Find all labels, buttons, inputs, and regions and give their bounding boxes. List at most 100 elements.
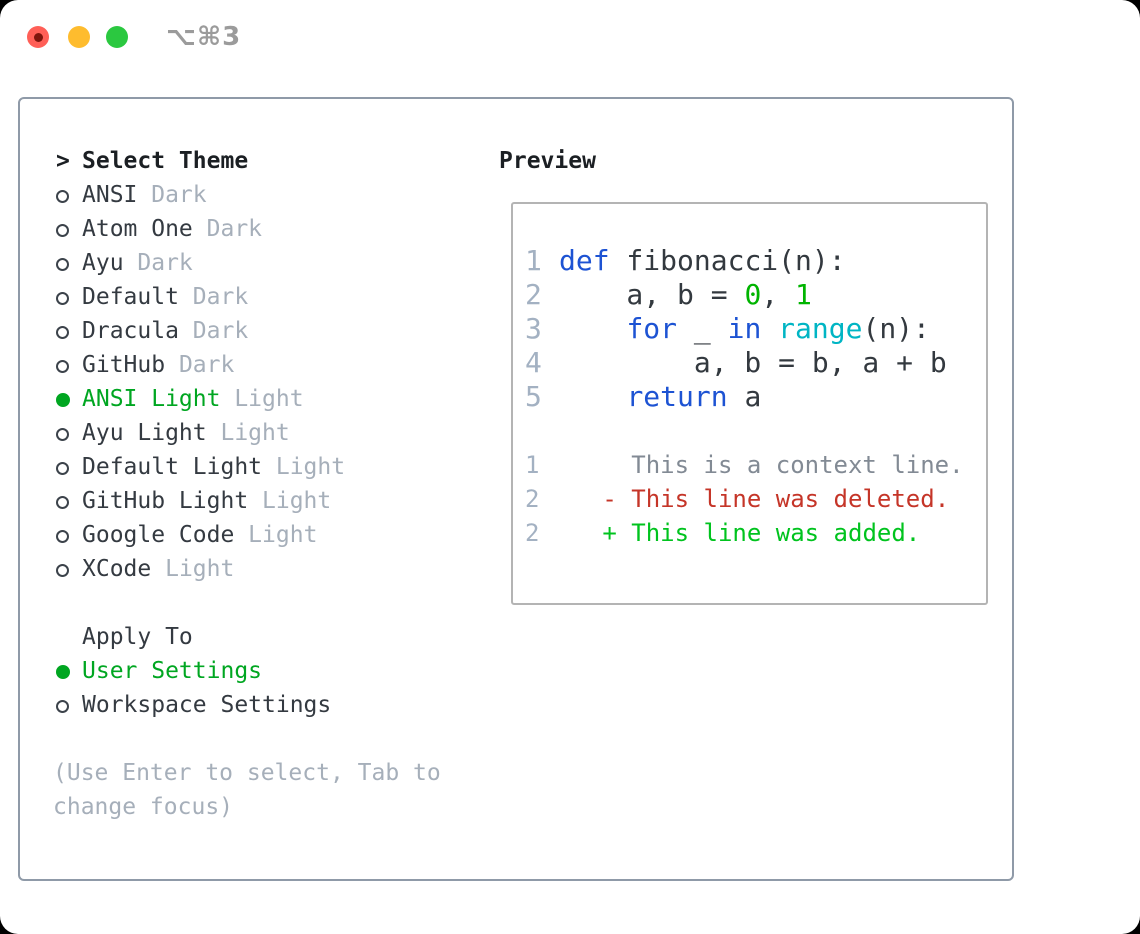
theme-variant: Light (262, 454, 346, 480)
theme-option-ansi[interactable]: ANSI Dark (56, 178, 496, 212)
theme-name: Atom One (82, 216, 193, 242)
line-number: 5 (525, 380, 542, 413)
theme-option-atom-one[interactable]: Atom One Dark (56, 212, 496, 246)
line-number: 2 (525, 278, 542, 311)
code-token: return (626, 380, 728, 413)
theme-option-xcode[interactable]: XCode Light (56, 552, 496, 586)
apply-to-header: Apply To (56, 620, 496, 654)
theme-option-google-code[interactable]: Google Code Light (56, 518, 496, 552)
spacer (56, 586, 496, 620)
theme-name: XCode (82, 556, 152, 582)
line-number: 3 (525, 312, 542, 345)
radio-icon (56, 360, 69, 373)
radio-selected-icon (56, 393, 70, 407)
theme-name: ANSI Light (82, 386, 221, 412)
theme-option-github-light[interactable]: GitHub Light Light (56, 484, 496, 518)
apply-to-title: Apply To (82, 624, 193, 650)
theme-variant: Dark (165, 352, 235, 378)
radio-cell (56, 688, 82, 722)
code-token: a, b = (559, 278, 745, 311)
theme-name: GitHub (82, 352, 166, 378)
close-indicator-dot (33, 32, 43, 42)
theme-option-github[interactable]: GitHub Dark (56, 348, 496, 382)
theme-variant: Dark (178, 284, 249, 310)
radio-cell (56, 178, 82, 212)
preview-line: 5 return a (525, 380, 986, 414)
theme-variant: Light (151, 556, 235, 582)
radio-icon (56, 496, 69, 509)
theme-name: Google Code (82, 522, 235, 548)
theme-option-dracula[interactable]: Dracula Dark (56, 314, 496, 348)
line-number: 4 (525, 346, 542, 379)
code-token (559, 380, 626, 413)
theme-option-default-light[interactable]: Default Light Light (56, 450, 496, 484)
radio-cell (56, 484, 82, 518)
theme-variant: Dark (178, 318, 249, 344)
theme-option-ansi-light[interactable]: ANSI Light Light (56, 382, 496, 416)
theme-option-ayu[interactable]: Ayu Dark (56, 246, 496, 280)
code-token: a (727, 380, 762, 413)
radio-icon (56, 190, 69, 203)
code-token (761, 312, 778, 345)
code-token: def (559, 244, 610, 277)
close-button[interactable] (27, 26, 49, 48)
preview-line: 3 for _ in range(n): (525, 312, 986, 346)
hint-text: (Use Enter to select, Tab to change focu… (53, 760, 441, 820)
radio-cell (56, 654, 82, 688)
code-token (559, 485, 602, 513)
radio-cell (56, 246, 82, 280)
preview-line: 1 This is a context line. (525, 448, 986, 482)
focus-caret: > (56, 148, 70, 174)
preview-line: 2 - This line was deleted. (525, 482, 986, 516)
theme-variant: Light (220, 386, 304, 412)
radio-icon (56, 462, 69, 475)
window-title-shortcut: ⌥⌘3 (166, 22, 242, 52)
theme-variant: Light (248, 488, 332, 514)
radio-cell (56, 280, 82, 314)
code-token: (n): (862, 312, 930, 345)
code-token: , (761, 278, 796, 311)
zoom-button[interactable] (106, 26, 128, 48)
radio-cell (56, 314, 82, 348)
line-number: 2 (525, 485, 540, 513)
theme-option-default[interactable]: Default Dark (56, 280, 496, 314)
minimize-button[interactable] (68, 26, 90, 48)
radio-cell (56, 212, 82, 246)
line-number: 1 (525, 451, 540, 479)
radio-icon (56, 292, 69, 305)
radio-icon (56, 700, 69, 713)
code-token: This is a context line. (559, 451, 964, 479)
code-token (559, 519, 602, 547)
apply-option-user-settings[interactable]: User Settings (56, 654, 496, 688)
radio-icon (56, 564, 69, 577)
theme-name: Ayu (82, 250, 124, 276)
code-token: range (778, 312, 863, 345)
theme-name: ANSI (82, 182, 138, 208)
apply-option-label: Workspace Settings (82, 692, 332, 718)
preview-title: Preview (499, 148, 596, 174)
preview-line: 2 + This line was added. (525, 516, 986, 550)
theme-variant: Light (234, 522, 318, 548)
titlebar: ⌥⌘3 (0, 0, 1140, 75)
code-token: - This line was deleted. (602, 485, 950, 513)
code-token: in (727, 312, 762, 345)
code-token (559, 312, 626, 345)
code-token: a, b = b, a + b (559, 346, 947, 379)
theme-name: Dracula (82, 318, 179, 344)
code-token: 0 (744, 278, 762, 311)
theme-option-ayu-light[interactable]: Ayu Light Light (56, 416, 496, 450)
radio-cell (56, 552, 82, 586)
radio-cell (56, 348, 82, 382)
code-token: for (626, 312, 678, 345)
code-token: 1 (795, 278, 812, 311)
apply-option-workspace-settings[interactable]: Workspace Settings (56, 688, 496, 722)
line-number: 1 (525, 244, 542, 277)
preview-line (525, 414, 986, 448)
